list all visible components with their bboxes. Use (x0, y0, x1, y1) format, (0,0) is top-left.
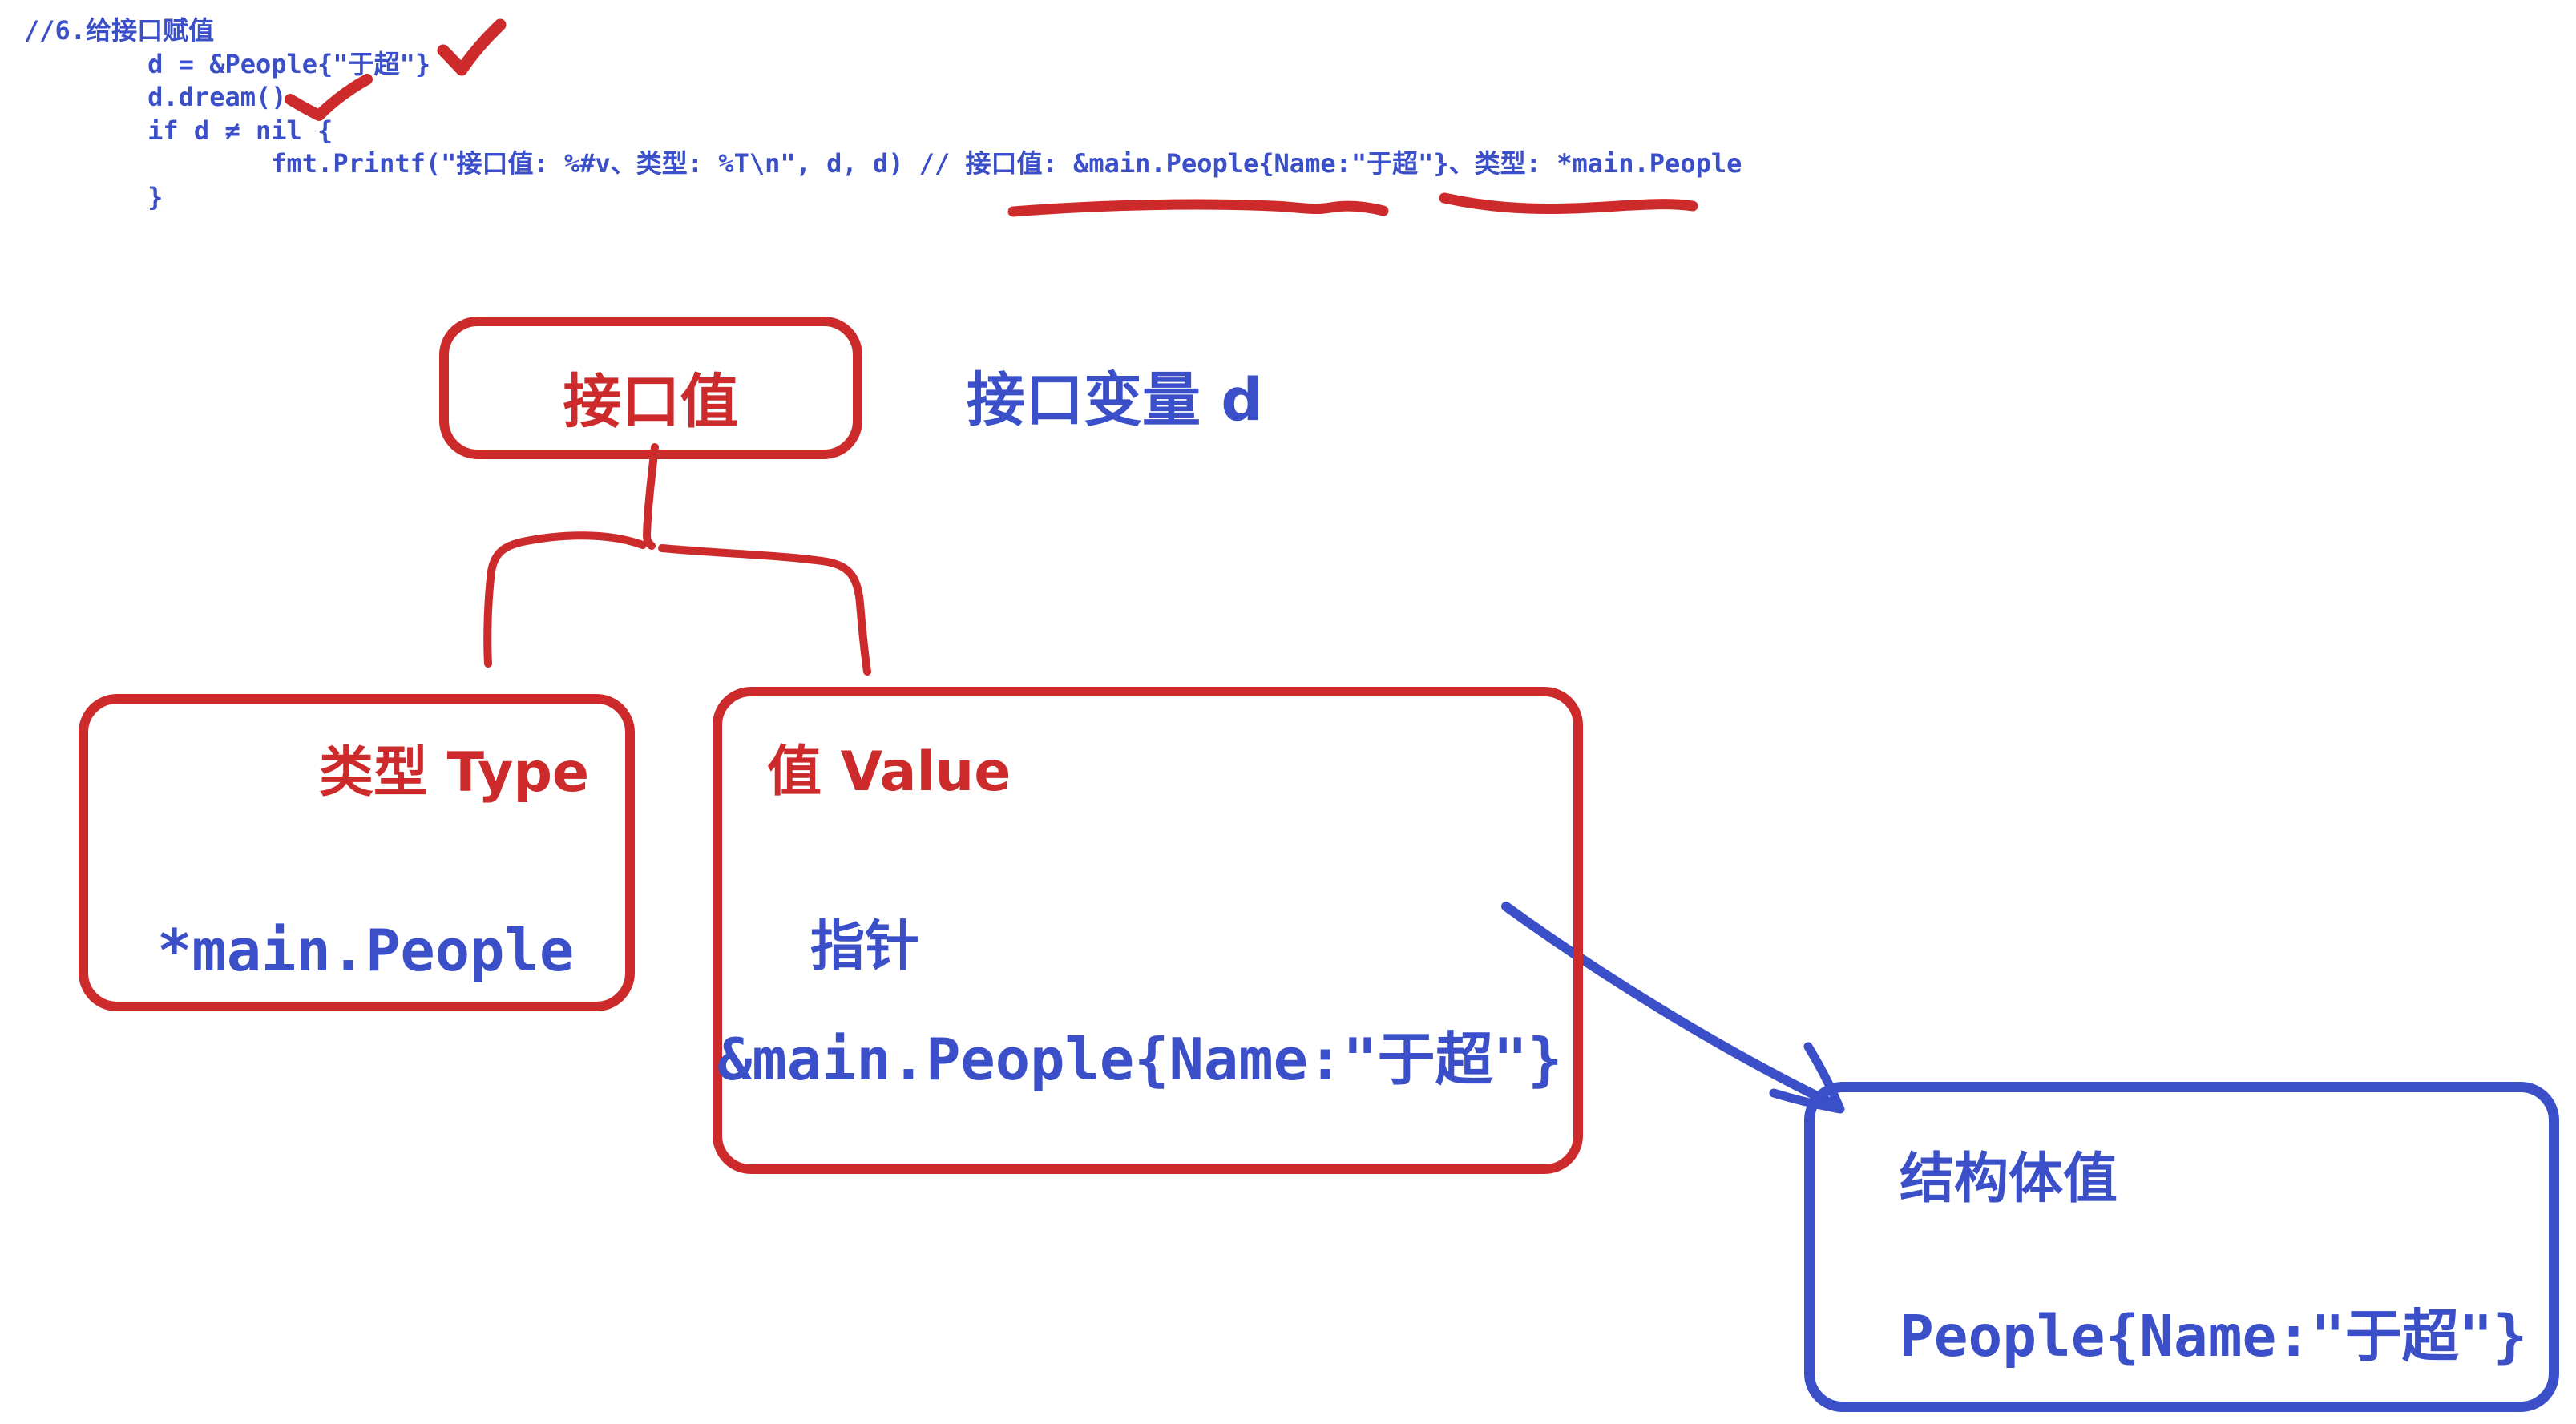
code-block: //6.给接口赋值 d = &People{"于超"} d.dream() if… (24, 14, 1742, 214)
code-line: d.dream() (24, 82, 287, 112)
struct-value-box: 结构体值 People{Name:"于超"} (1804, 1082, 2559, 1412)
type-box-label: 类型 Type (319, 741, 590, 805)
code-line: } (24, 181, 164, 212)
value-box: 值 Value 指针 &main.People{Name:"于超"} (713, 687, 1583, 1174)
code-line: if d ≠ nil { (24, 115, 333, 146)
brace-left-stroke (483, 531, 647, 668)
code-line: d = &People{"于超"} (24, 48, 431, 79)
value-box-label: 值 Value (767, 740, 1011, 804)
value-box-value: &main.People{Name:"于超"} (717, 1026, 1563, 1093)
struct-value-label: 结构体值 (1900, 1148, 2118, 1211)
brace-stem-stroke (643, 443, 659, 550)
type-box-value: *main.People (157, 917, 575, 984)
interface-variable-label: 接口变量 d (967, 366, 1263, 434)
pointer-label: 指针 (810, 915, 920, 978)
interface-value-label: 接口值 (563, 368, 739, 436)
type-box: 类型 Type *main.People (79, 694, 635, 1011)
code-line: //6.给接口赋值 (24, 15, 215, 46)
struct-value-value: People{Name:"于超"} (1900, 1303, 2528, 1370)
code-line: fmt.Printf("接口值: %#v、类型: %T\n", d, d) //… (24, 148, 1742, 179)
brace-right-stroke (658, 544, 871, 676)
interface-value-box: 接口值 (439, 317, 862, 459)
